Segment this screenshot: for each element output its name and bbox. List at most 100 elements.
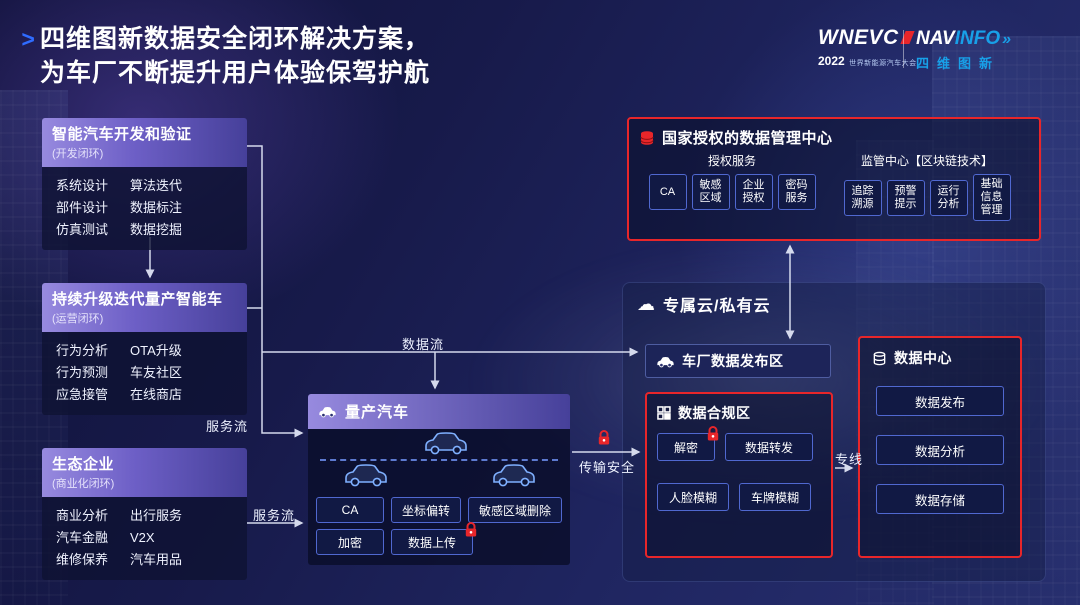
mass-car-body: CA 坐标偏转 敏感区域删除 加密 数据上传 [308,429,570,565]
authorization-service-section: 授权服务 CA 敏感区域 企业授权 密码服务 [639,152,825,221]
panel-title: 持续升级迭代量产智能车 [52,291,223,308]
panel-item: 数据标注 [130,200,183,215]
compliance-title: 数据合规区 [678,405,751,421]
section-label: 监管中心【区块链技术】 [860,154,993,168]
panel-item: 维修保养 [56,552,109,567]
label-service-flow-top: 服务流 [206,419,249,434]
chip-decrypt-label: 解密 [673,440,698,455]
dev-loop-panel: 智能汽车开发和验证 (开发闭环) 系统设计算法迭代 部件设计数据标注 仿真测试数… [42,118,247,250]
chip-data-storage: 数据存储 [876,484,1004,514]
car-icon [493,464,535,487]
authority-header: 国家授权的数据管理中心 [639,127,1029,148]
data-center-buttons: 数据发布 数据分析 数据存储 [872,386,1008,514]
title-chevron-icon: > [21,26,35,52]
panel-item: 算法迭代 [130,178,183,193]
road-graphic [316,429,562,493]
data-center-header: 数据中心 [872,348,1008,368]
panel-item: 行为分析 [56,343,109,358]
authority-title: 国家授权的数据管理中心 [662,130,833,147]
car-icon [345,464,387,487]
chip-trace-source: 追踪溯源 [843,179,882,216]
road-dashed-line [320,459,558,461]
lock-icon [706,426,720,441]
panel-item: 在线商店 [130,387,183,402]
chip-encrypt: 加密 [316,529,384,555]
navinfo-logo: NAVINFO» 四维图新 [916,28,1011,72]
panel-item: OTA升级 [130,343,182,358]
panel-body: 行为分析 OTA升级 行为预测 车友社区 应急接管 在线商店 [42,332,247,415]
publish-zone-title: 车厂数据发布区 [682,353,784,369]
navinfo-wordmark-info: INFO [954,28,1001,49]
commercial-loop-panel: 生态企业 (商业化闭环) 商业分析 出行服务 汽车金融 V2X 维修保养 汽车用品 [42,448,247,580]
panel-item: 汽车金融 [56,530,109,545]
commercial-loop-header: 生态企业 (商业化闭环) [42,448,247,497]
chip-plate-blur: 车牌模糊 [739,483,811,511]
cloud-icon: ☁ [637,294,655,314]
lock-icon [597,430,611,445]
car-icon [318,406,337,418]
panel-item: 行为预测 [56,365,109,380]
panel-item: 部件设计 [56,200,109,215]
chip-coordinate-offset: 坐标偏转 [391,497,461,523]
navinfo-chinese-name: 四维图新 [916,56,1001,71]
panel-title: 智能汽车开发和验证 [52,126,192,143]
chip-crypto-service: 密码服务 [777,174,816,210]
car-icon [425,432,467,455]
chip-data-upload: 数据上传 [391,522,478,555]
label-dedicated-line: 专线 [835,452,864,467]
panel-subtitle: (运营闭环) [52,313,104,325]
wnevc-wordmark: WNEVC [818,26,899,49]
chip-ca: CA [648,174,687,210]
chip-face-blur: 人脸模糊 [657,483,729,511]
chip-sensitive-area-delete: 敏感区域删除 [468,497,562,523]
wnevc-year: 2022 [818,54,845,68]
label-data-flow: 数据流 [402,337,445,352]
panel-subtitle: (商业化闭环) [52,478,115,490]
panel-title: 生态企业 [52,456,115,473]
dev-loop-header: 智能汽车开发和验证 (开发闭环) [42,118,247,167]
supervision-center-section: 监管中心【区块链技术】 追踪溯源 预警提示 运行分析 基础信息管理 [825,152,1029,221]
chip-operation-analysis: 运行分析 [929,179,968,216]
authority-sections: 授权服务 CA 敏感区域 企业授权 密码服务 监管中心【区块链技术】 追踪溯源 … [639,152,1029,221]
panel-item: 商业分析 [56,508,109,523]
car-distribution-icon [656,356,675,367]
operation-loop-panel: 持续升级迭代量产智能车 (运营闭环) 行为分析 OTA升级 行为预测 车友社区 应急… [42,283,247,415]
label-transport-security: 传输安全 [578,460,635,475]
chip-data-publish: 数据发布 [876,386,1004,416]
chip-enterprise-auth: 企业授权 [734,174,773,210]
panel-body: 商业分析 出行服务 汽车金融 V2X 维修保养 汽车用品 [42,497,247,580]
panel-item: V2X [130,530,155,545]
panel-subtitle: (开发闭环) [52,148,104,160]
label-service-flow-bottom: 服务流 [253,508,296,523]
database-icon [640,130,654,145]
grid-icon [657,406,671,420]
section-label: 授权服务 [707,154,756,168]
compliance-header: 数据合规区 [657,403,821,423]
panel-body: 系统设计算法迭代 部件设计数据标注 仿真测试数据挖掘 [42,167,247,250]
panel-item: 系统设计 [56,178,109,193]
panel-item: 应急接管 [56,387,109,402]
data-compliance-zone: 数据合规区 解密 数据转发 人脸模糊 车牌模糊 [645,392,833,558]
panel-item: 数据挖掘 [130,222,183,237]
wnevc-logo: WNEVC 2022 世界新能源汽车大会 [818,26,917,70]
database-icon [873,351,886,365]
panel-item: 汽车用品 [130,552,183,567]
slide-title-line2: 为车厂不断提升用户体验保驾护航 [40,59,431,87]
private-cloud-header: ☁ 专属云/私有云 [623,283,1045,325]
chip-ca: CA [316,497,384,523]
data-center-title: 数据中心 [894,350,952,366]
mass-car-buttons: CA 坐标偏转 敏感区域删除 加密 数据上传 [316,493,562,555]
wnevc-event-name: 世界新能源汽车大会 [849,60,917,67]
chip-data-analysis: 数据分析 [876,435,1004,465]
mass-car-title: 量产汽车 [345,404,410,421]
slide-title-line1: 四维图新数据安全闭环解决方案， [40,25,431,53]
chip-data-upload-label: 数据上传 [407,535,456,550]
panel-item: 车友社区 [130,365,183,380]
data-center-panel: 数据中心 数据发布 数据分析 数据存储 [858,336,1022,558]
chip-decrypt: 解密 [657,426,720,461]
panel-item: 出行服务 [130,508,183,523]
mass-production-car-panel: 量产汽车 CA 坐标偏转 敏感区域删除 加密 数据上传 [308,394,570,565]
logo-divider [903,30,904,68]
chip-sensitive-area: 敏感区域 [691,174,730,210]
